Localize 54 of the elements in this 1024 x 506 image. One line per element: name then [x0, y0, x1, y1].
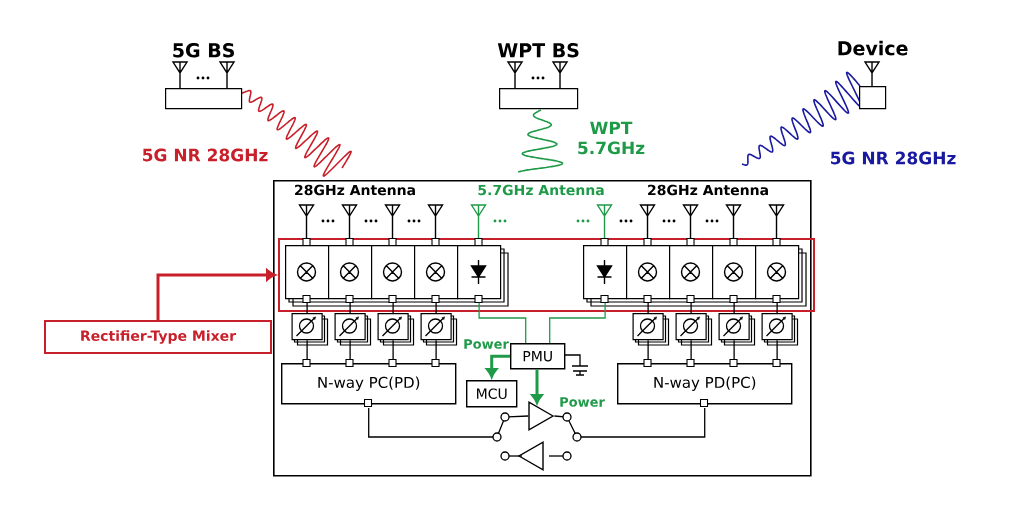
signal-label: 5G NR 28GHz	[143, 148, 268, 162]
connector-line	[368, 407, 529, 438]
edge-label: Power	[462, 338, 510, 350]
connector-line	[485, 354, 510, 379]
highlight-frame	[278, 238, 815, 312]
signal-label: 5G NR 28GHz	[831, 151, 956, 165]
node-label: Device	[838, 40, 908, 56]
mixer-cell	[414, 237, 459, 304]
connector-line	[349, 339, 351, 361]
antenna-label: 28GHz Antenna	[295, 184, 415, 196]
mixer-cell	[328, 237, 373, 304]
combiner-box: N-way PC(PD)	[281, 358, 457, 408]
connector-line	[690, 339, 692, 361]
antenna-label: 5.7GHz Antenna	[478, 184, 604, 196]
connector-line	[647, 339, 649, 361]
mixer-cell	[626, 237, 671, 304]
combiner-box: N-way PD(PC)	[617, 358, 793, 408]
edge-label: Power	[558, 396, 606, 408]
rectifier-cell	[583, 237, 628, 304]
mixer-cell	[371, 237, 416, 304]
process-box: MCU	[466, 380, 518, 408]
connector-line	[553, 407, 706, 438]
mixer-cell	[755, 237, 800, 304]
node-label: WPT BS	[497, 43, 579, 58]
connector-line	[349, 302, 351, 314]
connector-line	[549, 302, 606, 344]
connector-line	[690, 302, 692, 314]
mixer-cell	[285, 237, 330, 304]
signal-label: WPT 5.7GHz	[578, 121, 645, 155]
connector-line	[306, 302, 308, 314]
base-station-box: 5G BS	[165, 43, 243, 110]
connector-line	[478, 302, 527, 344]
connector-line	[531, 369, 543, 405]
connector-line	[156, 269, 277, 320]
callout-box: Rectifier-Type Mixer	[44, 320, 272, 354]
device-box: Device	[838, 40, 908, 110]
process-box: PMU	[510, 343, 566, 370]
connector-line	[647, 302, 649, 314]
connector-line	[776, 302, 778, 314]
module-frame	[273, 180, 812, 477]
connector-line	[733, 339, 735, 361]
antenna-label: 28GHz Antenna	[648, 184, 768, 196]
connector-line	[306, 339, 308, 361]
connector-line	[435, 302, 437, 314]
connector-line	[392, 302, 394, 314]
connector-line	[776, 339, 778, 361]
node-label: 5G BS	[173, 43, 234, 58]
mixer-cell	[712, 237, 757, 304]
connector-line	[392, 339, 394, 361]
connector-line	[435, 339, 437, 361]
connector-line	[733, 302, 735, 314]
rectifier-cell	[457, 237, 502, 304]
mixer-cell	[669, 237, 714, 304]
base-station-box: WPT BS	[497, 43, 579, 110]
